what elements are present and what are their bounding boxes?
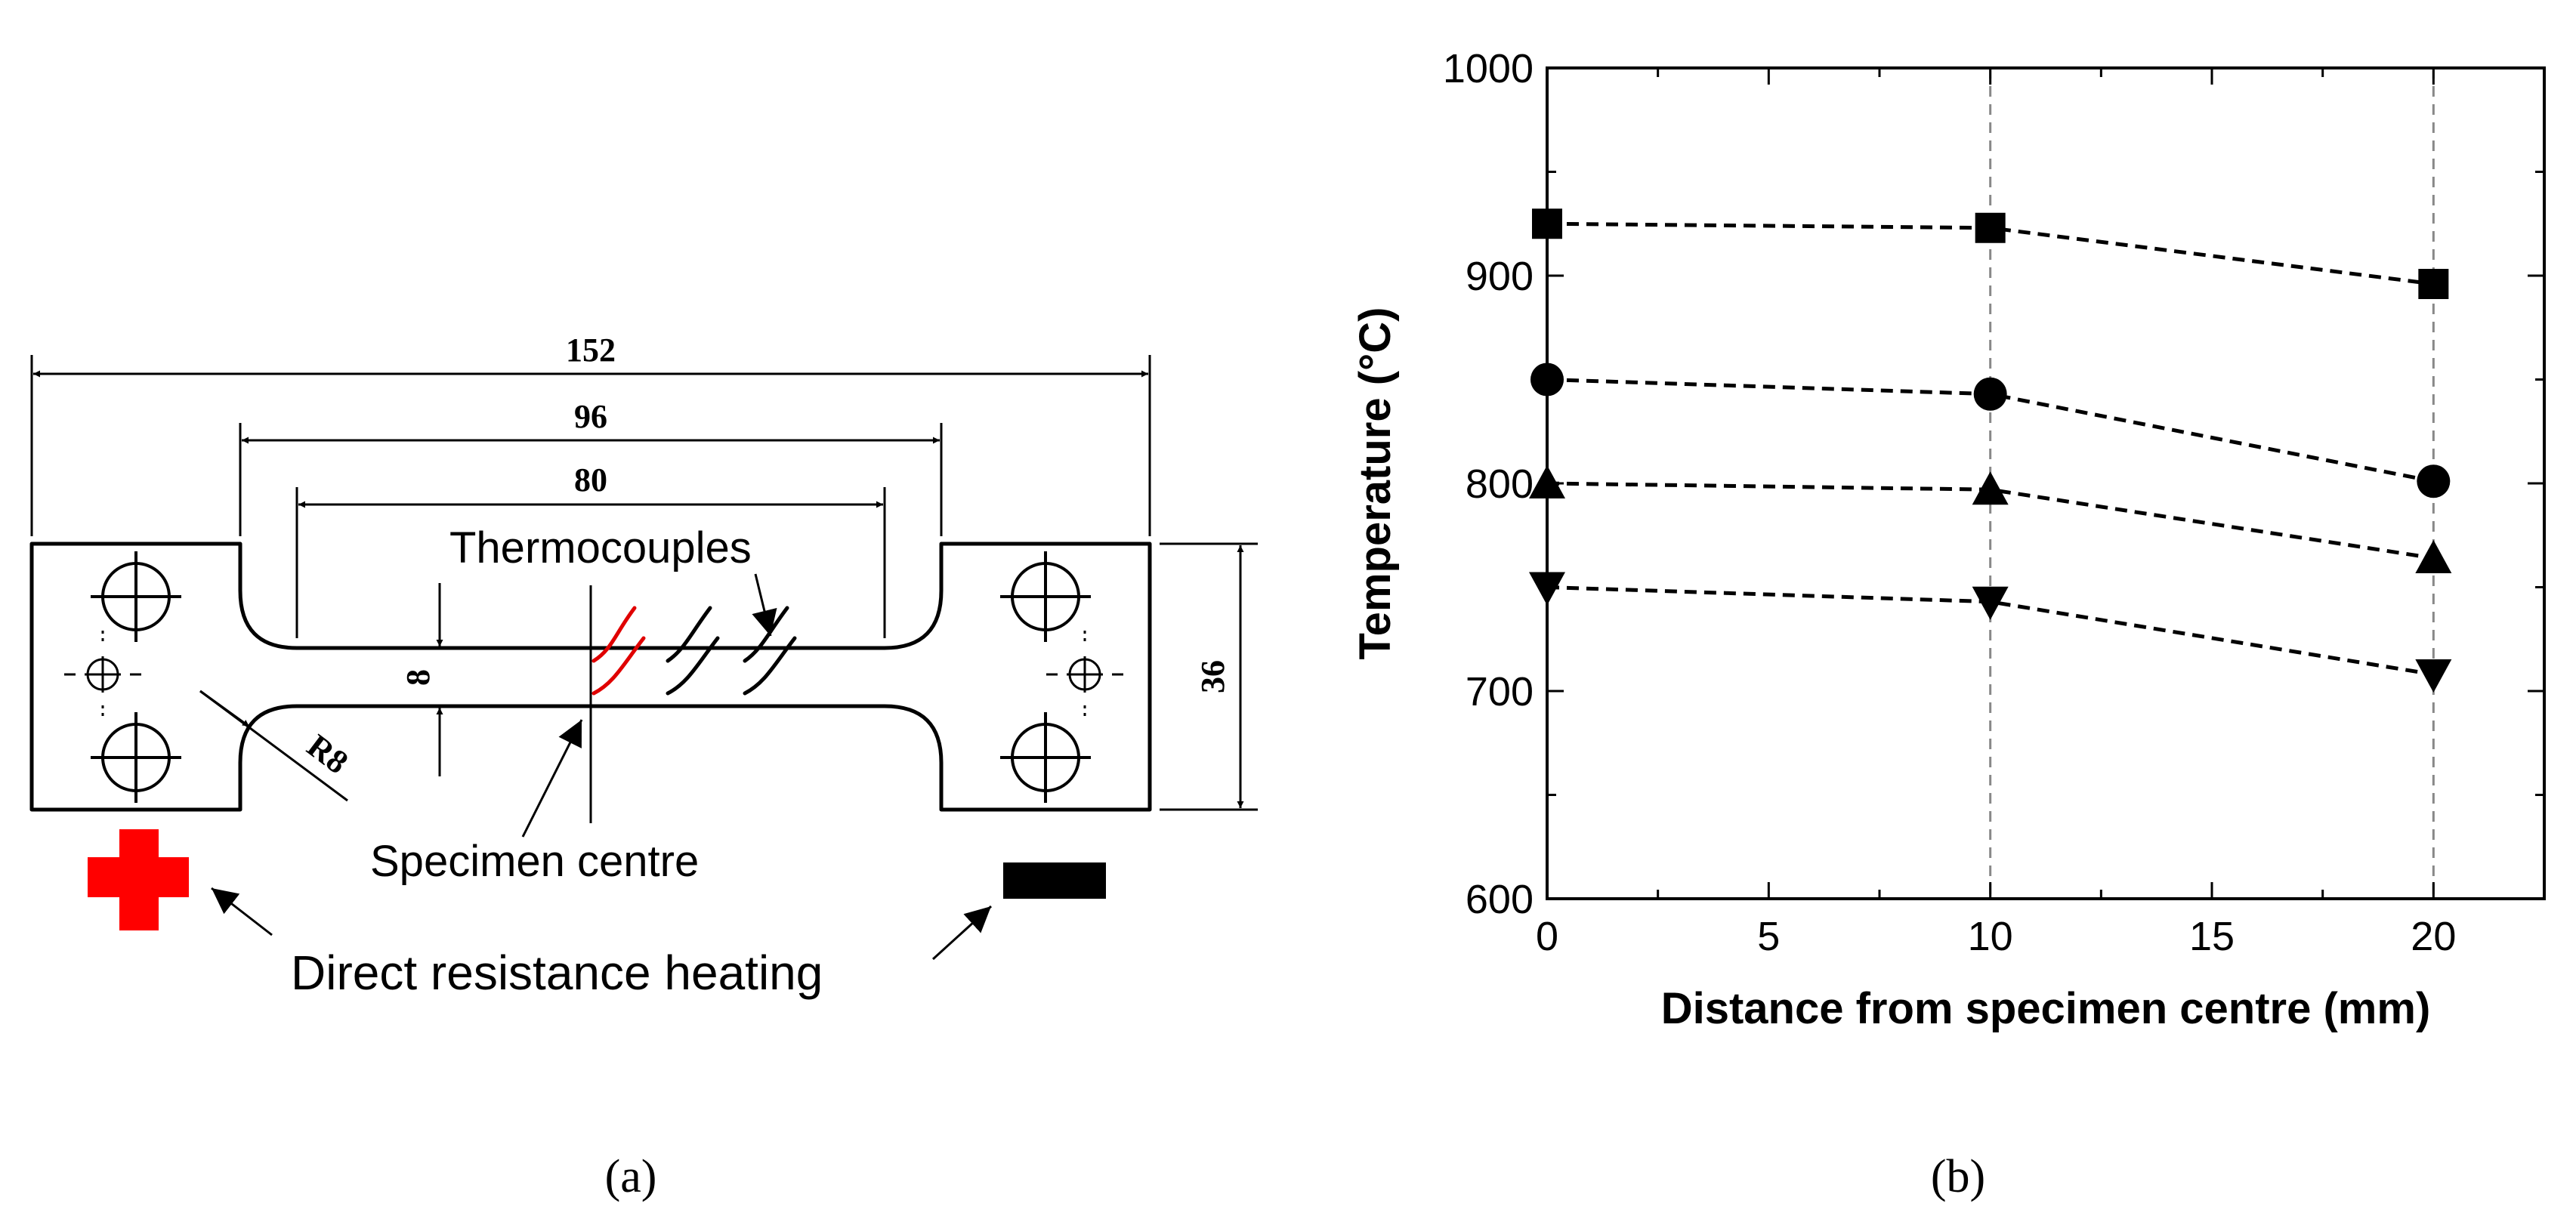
mounting-holes [64, 551, 1123, 803]
thermocouples-label: Thermocouples [449, 523, 752, 572]
specimen-centre-label: Specimen centre [370, 837, 699, 886]
x-tick-label: 10 [1968, 914, 2013, 959]
x-tick-label: 20 [2411, 914, 2456, 959]
caption-panel-a: (a) [605, 1151, 657, 1202]
dimension-lines [30, 355, 1258, 811]
thermocouples-arrow [752, 573, 777, 637]
panel-b-temperature-chart: 0 5 10 15 20 600 700 800 900 1000 Distance from s… [1351, 46, 2546, 1033]
data-point-triangle-down [1972, 586, 2009, 620]
hole-bottom-left [91, 712, 181, 803]
data-point-triangle-down [2415, 659, 2452, 693]
chart-markers [1529, 208, 2452, 693]
x-axis-label: Distance from specimen centre (mm) [1661, 984, 2431, 1033]
x-tick-label: 5 [1757, 914, 1780, 959]
thermocouple-10mm [666, 606, 720, 696]
heating-arrow-right [931, 905, 993, 961]
specimen-outline [29, 542, 1152, 812]
dim-width: 8 [400, 669, 437, 686]
chart-gridlines [1989, 68, 2435, 899]
dim-grip-width: 36 [1194, 660, 1231, 693]
y-axis-label: Temperature (°C) [1351, 307, 1400, 660]
hole-top-right [1000, 551, 1091, 642]
negative-terminal-icon [1003, 862, 1106, 899]
y-tick-label: 600 [1466, 877, 1534, 922]
hole-top-left [91, 551, 181, 642]
heating-label: Direct resistance heating [291, 946, 823, 1000]
data-point-square [1975, 212, 2006, 243]
caption-panel-b: (b) [1931, 1151, 1985, 1202]
pin-hole-left [64, 631, 141, 718]
data-point-circle [1973, 377, 2007, 411]
dim-parallel-length: 96 [574, 398, 607, 435]
x-tick-label: 15 [2189, 914, 2235, 959]
hole-bottom-right [1000, 712, 1091, 803]
thermocouple-20mm [743, 606, 797, 696]
dim-overall-length: 152 [566, 332, 616, 369]
heating-arrow-left [211, 887, 273, 936]
chart-plot-frame [1546, 66, 2546, 900]
data-point-square [2418, 269, 2449, 299]
x-tick-label: 0 [1536, 914, 1558, 959]
data-point-triangle-up [2415, 540, 2452, 573]
positive-terminal-icon [88, 829, 189, 930]
y-tick-label: 700 [1466, 669, 1534, 714]
specimen-centre-arrow [521, 719, 583, 838]
data-point-circle [2417, 464, 2451, 498]
y-tick-label: 800 [1466, 461, 1534, 507]
thermocouples [591, 606, 797, 696]
pin-hole-right [1046, 631, 1123, 718]
chart-tick-labels: 0 5 10 15 20 600 700 800 900 1000 [1443, 46, 2457, 959]
data-point-triangle-up [1972, 471, 2009, 505]
thermocouple-centre [591, 606, 646, 696]
y-tick-label: 1000 [1443, 46, 1534, 91]
dim-gauge-length: 80 [574, 461, 607, 498]
panel-a-specimen-drawing: 152 96 80 8 36 R8 Thermocouples Specimen… [29, 332, 1258, 1000]
chart-ticks [1546, 66, 2546, 900]
y-tick-label: 900 [1466, 254, 1534, 299]
